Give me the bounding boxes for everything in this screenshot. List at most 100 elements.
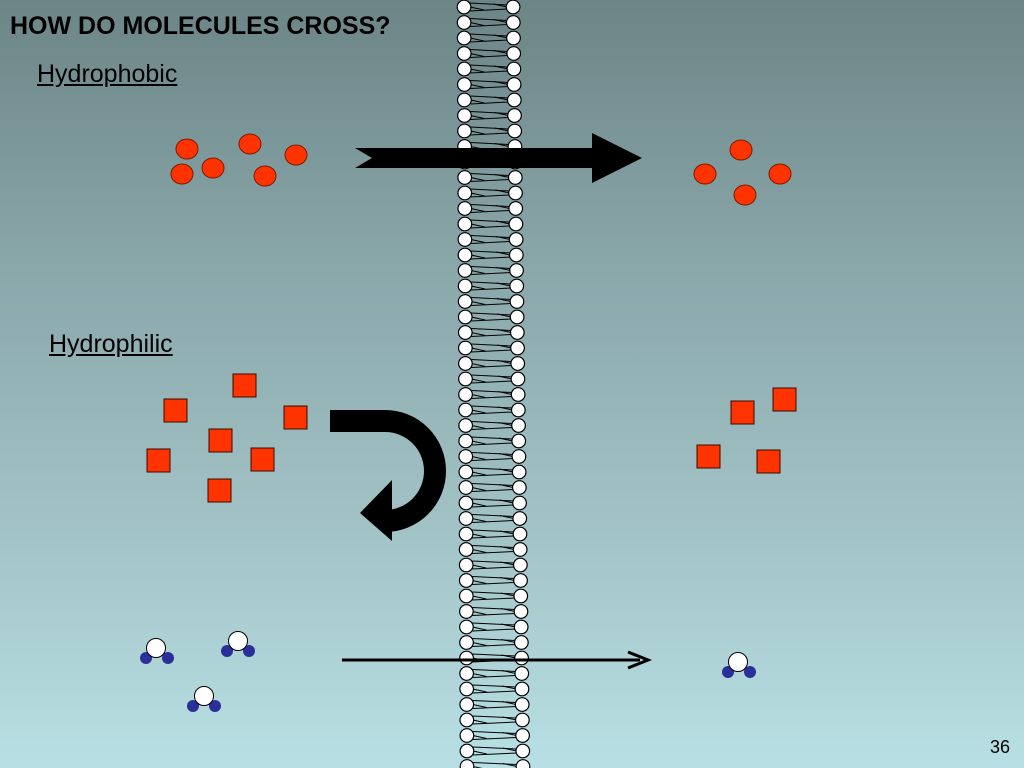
lipid-tail	[472, 545, 515, 548]
lipid-tail	[471, 471, 486, 476]
lipid-tail	[471, 312, 512, 316]
lipid-head	[458, 480, 474, 495]
hydrophilic-molecule	[208, 428, 233, 453]
lipid-tail	[471, 394, 486, 398]
lipid-head	[507, 108, 522, 123]
lipid-head	[509, 278, 525, 294]
lipid-tail	[471, 396, 513, 399]
hydrophilic-molecule	[163, 398, 188, 423]
lipid-tail	[471, 378, 486, 383]
lipid-tail	[470, 39, 508, 43]
lipid-tail	[470, 235, 511, 238]
lipid-head	[514, 697, 530, 712]
hydrophobic-molecule	[733, 184, 757, 206]
hydrophilic-molecules-outside	[146, 373, 308, 503]
lipid-head	[459, 697, 475, 712]
lipid-tail	[470, 84, 485, 88]
lipid-tail	[472, 642, 487, 646]
hydrophilic-molecule	[283, 405, 308, 430]
lipid-head	[456, 46, 472, 61]
lipid-tail	[470, 126, 509, 130]
lipid-tail	[471, 374, 512, 378]
lipid-tail	[471, 440, 486, 445]
lipid-tail	[472, 611, 487, 615]
lipid-head	[510, 356, 526, 371]
lipid-tail	[471, 285, 486, 290]
lipid-head	[510, 371, 526, 387]
lipid-head	[511, 449, 527, 464]
lipid-tail	[472, 731, 517, 734]
lipid-head	[458, 371, 473, 387]
lipid-tail	[471, 343, 512, 347]
hydrophobic-molecule	[201, 157, 225, 179]
lipid-tail	[472, 535, 514, 539]
lipid-tail	[471, 425, 486, 429]
lipid-head	[458, 433, 474, 449]
water-molecule	[221, 631, 255, 657]
lipid-tail	[470, 250, 511, 254]
lipid-tail	[472, 595, 487, 600]
hydrophilic-molecule	[207, 478, 232, 503]
lipid-tail	[472, 719, 487, 724]
lipid-tail	[470, 70, 508, 74]
lipid-tail	[499, 530, 515, 535]
lipid-head	[459, 712, 475, 728]
lipid-tail	[498, 406, 513, 411]
lipid-tail	[472, 690, 516, 694]
lipid-tail	[470, 95, 509, 99]
lipid-tail	[470, 241, 511, 244]
lipid-tail	[472, 514, 514, 517]
lipid-tail	[493, 81, 509, 85]
lipid-head	[512, 495, 527, 511]
lipid-head	[456, 92, 472, 108]
lipid-head	[457, 340, 473, 356]
lipid-tail	[472, 704, 487, 708]
lipid-tail	[470, 194, 510, 198]
lipid-tail	[470, 239, 486, 243]
lipid-tail	[469, 22, 485, 26]
lipid-head	[459, 619, 474, 635]
lipid-tail	[470, 37, 485, 42]
lipid-head	[506, 30, 521, 46]
lipid-head	[512, 557, 528, 573]
lipid-head	[459, 635, 474, 650]
lipid-tail	[501, 623, 516, 628]
lipid-tail	[493, 50, 508, 54]
lipid-tail	[499, 484, 514, 488]
lipid-head	[458, 542, 474, 557]
lipid-tail	[472, 622, 516, 626]
lipid-tail	[470, 68, 485, 73]
lipid-tail	[471, 498, 514, 502]
lipid-head	[457, 278, 473, 294]
lipid-tail	[470, 33, 508, 37]
lipid-tail	[471, 436, 513, 440]
lipid-head	[511, 418, 526, 433]
lipid-tail	[498, 453, 514, 457]
lipid-head	[457, 232, 473, 247]
lipid-tail	[494, 143, 510, 147]
lipid-head	[505, 0, 521, 15]
lipid-head	[458, 449, 474, 464]
lipid-tail	[472, 638, 516, 641]
lipid-head	[512, 542, 528, 557]
lipid-tail	[500, 546, 515, 550]
lipid-tail	[496, 236, 511, 240]
lipid-tail	[471, 380, 512, 384]
lipid-tail	[501, 654, 516, 659]
lipid-tail	[470, 117, 509, 120]
lipid-tail	[501, 685, 517, 690]
lipid-tail	[495, 220, 511, 225]
lipid-tail	[492, 3, 508, 8]
lipid-tail	[470, 101, 509, 105]
lipid-head	[508, 232, 524, 247]
lipid-tail	[470, 204, 510, 207]
lipid-tail	[470, 210, 510, 213]
lipid-tail	[471, 483, 514, 486]
lipid-tail	[502, 747, 517, 752]
lipid-head	[457, 247, 473, 263]
hydrophobic-molecule	[253, 165, 277, 187]
lipid-head	[510, 402, 526, 418]
lipid-tail	[496, 267, 511, 271]
lipid-head	[507, 123, 523, 139]
lipid-tail	[472, 746, 517, 750]
